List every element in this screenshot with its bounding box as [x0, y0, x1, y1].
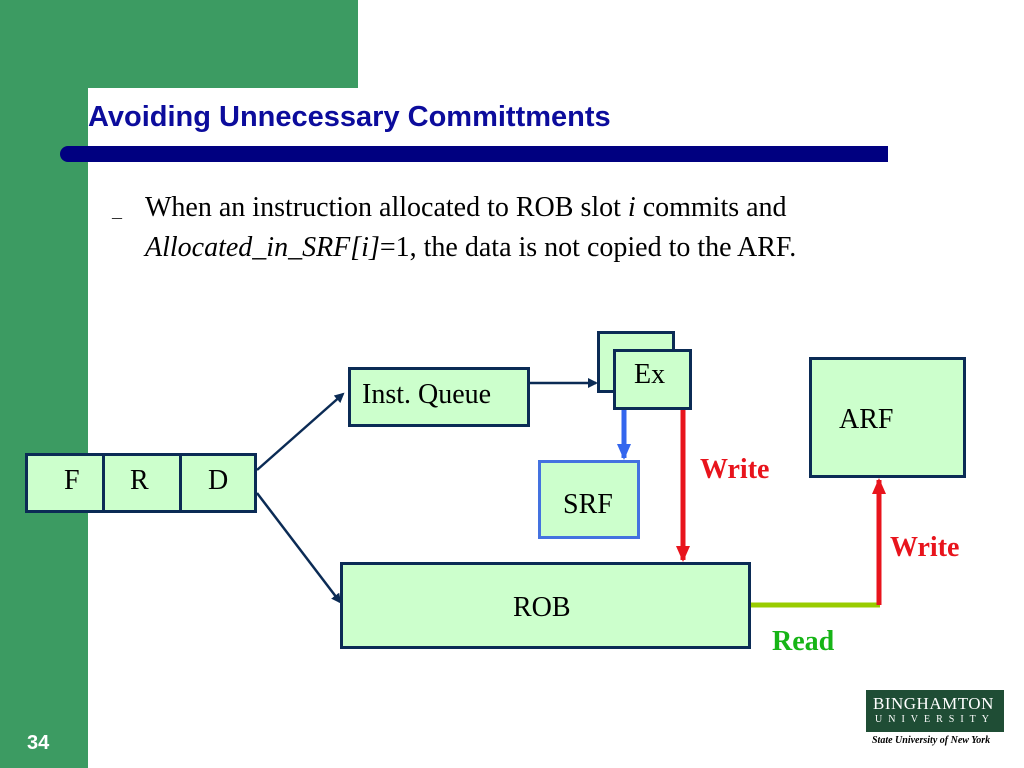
write-label-ex-rob: Write — [700, 454, 770, 485]
logo-text-line1: BINGHAMTON — [873, 694, 994, 713]
title-underline-bar — [60, 146, 888, 162]
rob-box: ROB — [340, 562, 751, 649]
bullet-text-part: When an instruction allocated to ROB slo… — [145, 192, 628, 223]
inst-queue-box: Inst. Queue — [348, 367, 530, 427]
read-label: Read — [772, 626, 835, 657]
bullet-text-part: =1, the data is not copied to the ARF. — [379, 232, 797, 263]
inst-queue-label: Inst. Queue — [362, 379, 492, 410]
stage-fetch: F — [64, 465, 80, 496]
srf-label: SRF — [563, 489, 613, 520]
ex-unit-box: Ex — [613, 349, 692, 410]
bullet-text: When an instruction allocated to ROB slo… — [145, 188, 905, 268]
arrow-d-to-rob — [256, 492, 342, 604]
slide-title: Avoiding Unnecessary Committments — [88, 101, 611, 133]
bullet-text-italic: Allocated_in_SRF[i] — [145, 232, 380, 263]
background-green-sidebar — [0, 0, 88, 768]
arrow-d-to-inst-queue — [256, 392, 345, 471]
write-label-rob-arf: Write — [890, 532, 960, 563]
bullet-text-italic: i — [627, 192, 636, 223]
university-logo: BINGHAMTON UNIVERSITY State University o… — [866, 690, 1004, 752]
arf-box: ARF — [809, 357, 966, 478]
arf-label: ARF — [839, 404, 894, 435]
bullet-text-part: commits and — [635, 192, 787, 223]
page-number: 34 — [27, 732, 50, 754]
bullet-marker: – — [112, 206, 122, 228]
logo-text-line3: State University of New York — [872, 735, 991, 746]
logo-text-line2: UNIVERSITY — [875, 714, 995, 725]
logo-plate: BINGHAMTON UNIVERSITY — [866, 690, 1004, 732]
srf-box: SRF — [538, 460, 640, 539]
stage-dispatch: D — [208, 465, 229, 496]
pipeline-divider — [102, 456, 105, 510]
ex-label: Ex — [634, 359, 666, 390]
stage-rename: R — [130, 465, 149, 496]
rob-label: ROB — [513, 592, 571, 623]
pipeline-divider — [179, 456, 182, 510]
pipeline-stages: F R D — [25, 453, 257, 513]
